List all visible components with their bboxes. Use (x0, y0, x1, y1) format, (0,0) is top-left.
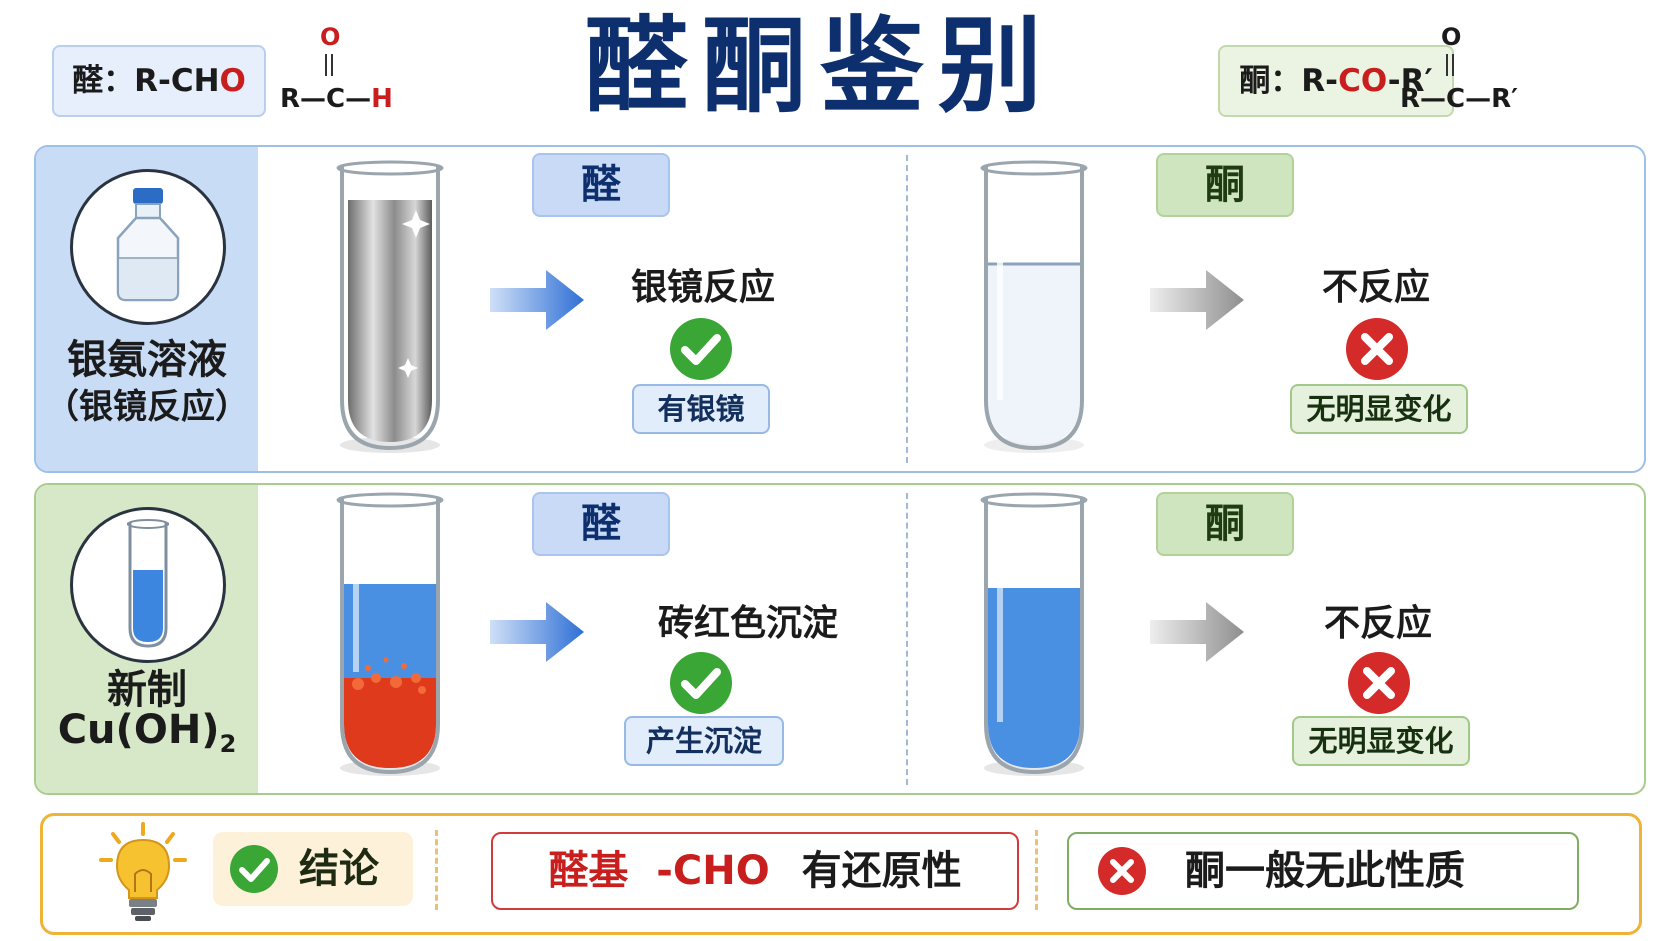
reagent-name: 银氨溶液 (67, 337, 227, 383)
structure-chain: R—C—R′ (1400, 84, 1518, 114)
ketone-chip: 无明显变化 (1290, 384, 1468, 434)
conclusion-bar: 结论 醛基 -CHO 有还原性 酮一般无此性质 (40, 813, 1642, 935)
arrow-right-icon (1150, 602, 1244, 662)
conclusion-label: 结论 (299, 846, 379, 892)
ketone-result: 不反应 (1323, 603, 1432, 644)
ketone-conclusion-box: 酮一般无此性质 (1067, 832, 1579, 910)
aldehyde-chip: 有银镜 (632, 384, 770, 434)
cross-icon (1348, 652, 1410, 714)
double-bond (1446, 54, 1454, 76)
reagent-name: 新制 (107, 667, 187, 713)
divider (435, 830, 438, 910)
check-icon (670, 318, 732, 380)
aldehyde-formula-o: O (219, 63, 246, 99)
aldehyde-result: 银镜反应 (630, 267, 775, 308)
page-title: 醛酮鉴别 (583, 5, 1056, 127)
test-tube-icon (980, 492, 1088, 776)
ketone-tag: 酮 (1156, 492, 1294, 556)
reagent-formula: Cu(OH)2 (57, 707, 237, 758)
test-tube-icon (70, 507, 226, 663)
structure-chain: R—C—H (280, 84, 393, 114)
test-tube-icon (336, 492, 444, 776)
ketone-chip: 无明显变化 (1292, 716, 1470, 766)
reagent-sidebar: 新制 Cu(OH)2 (36, 485, 258, 793)
aldehyde-tag: 醛 (532, 492, 670, 556)
reagent-note: （银镜反应） (45, 387, 249, 427)
test-tube-icon (980, 160, 1088, 453)
divider (906, 493, 908, 785)
aldehyde-formula-prefix: 醛：R-CH (72, 63, 220, 99)
reagent-bottle-icon (70, 169, 226, 325)
reagent-sidebar: 银氨溶液 （银镜反应） (36, 147, 258, 471)
aldehyde-chip: 产生沉淀 (624, 716, 784, 766)
double-bond (325, 54, 333, 76)
ketone-conclusion-text: 酮一般无此性质 (1185, 848, 1465, 894)
ketone-formula-box: 酮：R-CO-R′ (1218, 45, 1454, 117)
aldehyde-result: 砖红色沉淀 (657, 603, 838, 644)
arrow-right-icon (490, 602, 584, 662)
aldehyde-structure: O R—C—H (280, 24, 420, 120)
cross-icon (1098, 847, 1146, 895)
aldehyde-formula-box: 醛：R-CHO (52, 45, 266, 117)
check-icon (230, 845, 278, 893)
ketone-structure: O R—C—R′ (1400, 24, 1550, 120)
ketone-tag: 酮 (1156, 153, 1294, 217)
aldehyde-tag: 醛 (532, 153, 670, 217)
test-tube-icon (336, 160, 444, 453)
cross-icon (1346, 318, 1408, 380)
arrow-right-icon (490, 270, 584, 330)
arrow-right-icon (1150, 270, 1244, 330)
structure-oxygen: O (1441, 23, 1462, 51)
ketone-result: 不反应 (1321, 267, 1430, 308)
lightbulb-icon (99, 822, 187, 921)
aldehyde-conclusion-box: 醛基 -CHO 有还原性 (491, 832, 1019, 910)
divider (906, 155, 908, 463)
structure-oxygen: O (320, 23, 341, 51)
check-icon (670, 652, 732, 714)
divider (1035, 830, 1038, 910)
conclusion-label-box: 结论 (213, 832, 413, 906)
